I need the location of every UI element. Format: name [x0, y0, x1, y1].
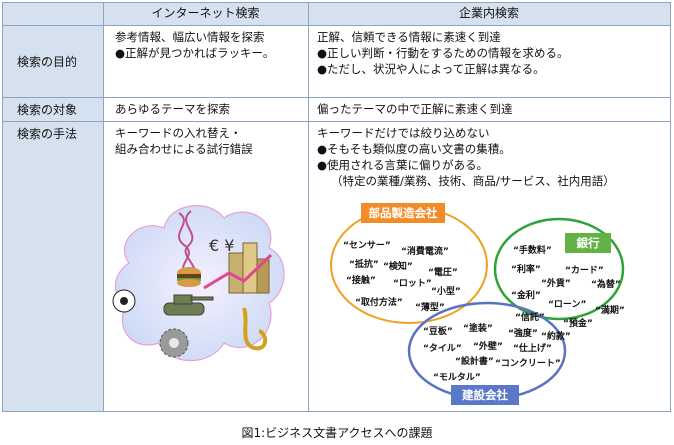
header-internet-search: インターネット検索 [103, 3, 308, 25]
keyword: “為替” [591, 280, 621, 290]
soccer-ball-icon [112, 289, 136, 313]
method-enterprise: キーワードだけでは絞り込めない ●そもそも類似度の高い文書の集積。 ●使用される… [317, 125, 615, 189]
keyword: “仕上げ” [513, 344, 552, 354]
keyword: “薄型” [415, 303, 445, 313]
saxophone-icon [242, 307, 268, 351]
keyword: “カード” [565, 266, 604, 276]
target-internet: あらゆるテーマを探索 [115, 102, 230, 116]
keyword: “ローン” [548, 300, 587, 310]
information-cloud-illustration: € ¥ [112, 205, 285, 362]
row-label-purpose: 検索の目的 [3, 25, 103, 97]
method-enterprise-line: ●そもそも類似度の高い文書の集積。 [317, 142, 511, 156]
keyword: “取付方法” [355, 298, 403, 308]
purpose-enterprise-line: ●正しい判断・行動をするための情報を求める。 [317, 46, 569, 60]
method-enterprise-line: （特定の業種/業務、技術、商品/サービス、社内用語） [331, 174, 615, 188]
keyword: “消費電流” [401, 247, 449, 257]
keyword: “金利” [511, 291, 541, 301]
keyword: “約款” [541, 332, 571, 342]
method-internet: キーワードの入れ替え・ 組み合わせによる試行錯誤 [115, 125, 253, 157]
purpose-internet: 参考情報、幅広い情報を探索 ●正解が見つかればラッキー。 [115, 29, 274, 61]
grid-line [3, 25, 670, 26]
target-enterprise: 偏ったテーマの中で正解に素速く到達 [317, 102, 513, 116]
manufacturer-tag: 部品製造会社 [361, 203, 445, 223]
construction-tag: 建設会社 [451, 385, 519, 405]
bank-tag: 銀行 [565, 233, 611, 253]
header-blank [3, 3, 103, 25]
burger-icon [177, 267, 201, 287]
keyword: “強度” [508, 329, 538, 339]
keyword: “塗装” [463, 324, 493, 334]
gear-icon [159, 328, 189, 358]
keyword: “手数料” [513, 246, 552, 256]
purpose-enterprise-line: 正解、信頼できる情報に素速く到達 [317, 30, 501, 44]
currency-symbols-icon: € ¥ [209, 236, 234, 255]
keyword: “利率” [511, 265, 541, 275]
keyword: “設計書” [455, 357, 494, 367]
grid-line [308, 3, 309, 411]
keyword: “信託” [515, 313, 545, 323]
keyword: “外壁” [473, 342, 503, 352]
purpose-enterprise-line: ●ただし、状況や人によって正解は異なる。 [317, 62, 545, 76]
keyword: “センサー” [343, 241, 391, 251]
keyword: “コンクリート” [495, 359, 561, 369]
grid-line [3, 97, 670, 98]
keyword: “外貨” [541, 279, 571, 289]
comparison-table: インターネット検索 企業内検索 検索の目的 検索の対象 検索の手法 参考情報、幅… [2, 2, 671, 412]
keyword: “ロット” [393, 279, 432, 289]
method-enterprise-line: キーワードだけでは絞り込めない [317, 126, 490, 140]
row-label-method: 検索の手法 [3, 121, 103, 411]
keyword: “接触” [346, 276, 376, 286]
method-enterprise-line: ●使用される言葉に偏りがある。 [317, 158, 489, 172]
grid-line [3, 121, 670, 122]
tank-icon [163, 294, 214, 316]
method-internet-line: 組み合わせによる試行錯誤 [115, 142, 253, 156]
keyword: “タイル” [423, 344, 462, 354]
rising-arrow-icon [203, 253, 273, 290]
keyword: “モルタル” [433, 373, 481, 383]
keyword: “抵抗” [349, 260, 379, 270]
keyword: “電圧” [428, 268, 458, 278]
bank-circle [493, 217, 625, 321]
keyword: “預金” [563, 319, 593, 329]
row-label-target: 検索の対象 [3, 97, 103, 121]
grid-line [103, 3, 104, 411]
method-internet-line: キーワードの入れ替え・ [115, 126, 242, 140]
dna-icon [178, 210, 196, 278]
purpose-internet-line: ●正解が見つかればラッキー。 [115, 46, 275, 60]
purpose-internet-line: 参考情報、幅広い情報を探索 [115, 30, 265, 44]
keyword: “小型” [431, 287, 461, 297]
keyword: “満期” [595, 306, 625, 316]
keyword: “検知” [383, 262, 413, 272]
buildings-icon [228, 242, 270, 294]
keyword: “豆板” [423, 327, 453, 337]
header-enterprise-search: 企業内検索 [308, 3, 670, 25]
figure-caption: 図1:ビジネス文書アクセスへの課題 [241, 426, 433, 440]
purpose-enterprise: 正解、信頼できる情報に素速く到達 ●正しい判断・行動をするための情報を求める。 … [317, 29, 569, 77]
